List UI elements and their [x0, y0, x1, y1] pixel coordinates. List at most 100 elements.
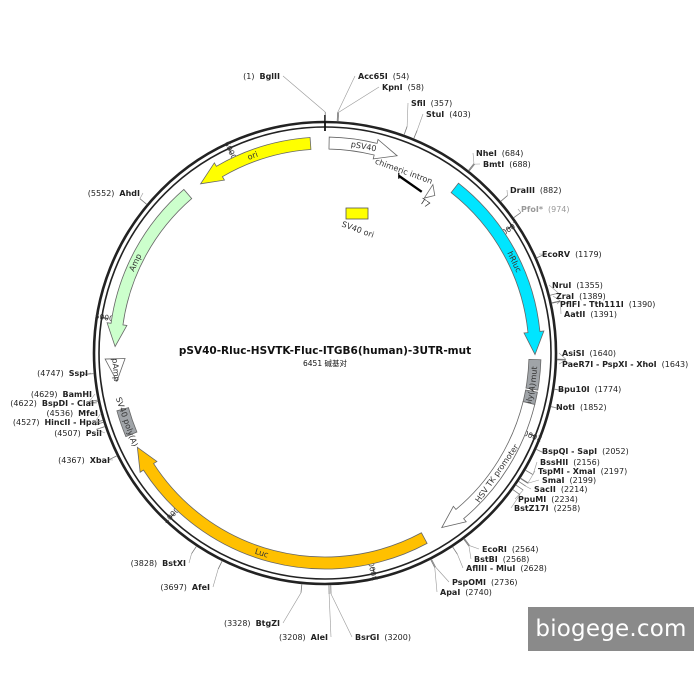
feature-pamp — [104, 358, 126, 383]
site-name: StuI — [426, 110, 444, 119]
feature-psv40 — [328, 136, 399, 160]
site-leader — [88, 393, 96, 402]
site-name: PflFI - Tth111I — [560, 300, 624, 309]
site-leader — [554, 388, 564, 391]
site-label: (4507)PsiI — [54, 429, 102, 438]
site-bpu10i: Bpu10I(1774) — [554, 385, 621, 394]
site-tick — [463, 538, 470, 547]
site-tick — [549, 292, 559, 296]
site-name: BglII — [259, 72, 280, 81]
watermark: biogege.com — [528, 607, 694, 651]
site-name: BstZ17I — [514, 504, 549, 513]
tick-mark — [101, 317, 108, 319]
site-position: (2234) — [551, 495, 578, 504]
feature-amp — [106, 188, 193, 348]
site-label: AflIII - MluI(2628) — [466, 564, 547, 573]
site-label: ApaI(2740) — [440, 588, 492, 597]
site-position: (1390) — [629, 300, 656, 309]
site-label: ZraI(1389) — [556, 292, 606, 301]
site-leader — [139, 192, 144, 199]
site-ecori: EcoRI(2564) — [464, 538, 538, 554]
site-tick — [94, 419, 104, 424]
site-position: (2628) — [520, 564, 547, 573]
site-name: PpuMI — [518, 495, 546, 504]
site-name: SspI — [69, 369, 88, 378]
site-label: BssHII(2156) — [540, 458, 600, 467]
tick-label: 3000 — [367, 561, 380, 582]
site-aatii: AatII(1391) — [551, 300, 617, 319]
site-label: (4622)BspDI - ClaI — [10, 399, 94, 408]
site-leader — [188, 553, 192, 564]
site-mfei: (4536)MfeI — [47, 409, 104, 424]
site-label: (3208)AleI — [279, 633, 328, 642]
site-leader — [212, 568, 219, 588]
site-position: (2156) — [573, 458, 600, 467]
site-position: (403) — [449, 110, 471, 119]
feature-label-sv40ori-small: SV40 ori — [340, 220, 375, 240]
site-name: AatII — [564, 310, 585, 319]
site-name: AfeI — [192, 583, 210, 592]
feature-label-chimeric-intron: chimeric intron — [374, 157, 434, 186]
site-position: (4536) — [47, 409, 74, 418]
site-tick — [468, 163, 475, 172]
site-leader — [552, 406, 560, 409]
site-name: HincII - HpaI — [44, 418, 100, 427]
site-leader — [94, 421, 104, 426]
site-position: (1) — [243, 72, 254, 81]
feature-label-sv40polya: SV40 poly(A) — [114, 396, 140, 448]
site-label: PaeR7I - PspXI - XhoI(1643) — [562, 360, 688, 369]
site-label: NotI(1852) — [556, 403, 607, 412]
site-kpni: KpnI(58) — [337, 83, 424, 122]
site-tick — [431, 558, 436, 568]
site-position: (357) — [431, 99, 453, 108]
site-bstz17i: BstZ17I (2258) — [510, 489, 580, 513]
site-acc65i: Acc65I(54) — [336, 72, 409, 122]
site-name: BamHI — [62, 390, 92, 399]
site-position: (2564) — [512, 545, 539, 554]
feature-label-ori: ori — [246, 150, 259, 162]
site-name: Acc65I — [358, 72, 388, 81]
site-label: PfoI*(974) — [521, 205, 570, 214]
site-leader — [330, 593, 353, 638]
site-tick — [139, 198, 148, 205]
site-name: AsiSI — [562, 349, 584, 358]
site-name: NruI — [552, 281, 571, 290]
site-bsshii: BssHII(2156) — [525, 458, 600, 475]
site-name: XbaI — [90, 456, 110, 465]
site-position: (2740) — [465, 588, 492, 597]
site-position: (2258) — [554, 504, 581, 513]
site-name: BtgZI — [256, 619, 280, 628]
site-apai: ApaI(2740) — [430, 559, 492, 597]
site-tick — [513, 212, 522, 219]
site-tick — [96, 426, 106, 430]
site-position: (684) — [502, 149, 524, 158]
site-position: (2052) — [602, 447, 629, 456]
site-leader — [558, 352, 567, 360]
site-tick — [403, 126, 408, 136]
site-leader — [552, 295, 561, 302]
site-position: (3697) — [160, 583, 187, 592]
site-name: DraIII — [510, 186, 535, 195]
site-position: (974) — [548, 205, 570, 214]
site-position: (882) — [540, 186, 562, 195]
site-btgzi: (3328)BtgZI — [224, 583, 303, 628]
site-label: SacII(2214) — [534, 485, 587, 494]
feature-label-pamp: pAmp — [110, 358, 121, 382]
site-label: BmtI(688) — [483, 160, 531, 169]
site-position: (58) — [408, 83, 424, 92]
site-leader — [84, 372, 92, 375]
site-label: (4527)HincII - HpaI — [13, 418, 100, 427]
site-name: BstXI — [162, 559, 186, 568]
site-name: SmaI — [542, 476, 564, 485]
site-label: BstZ17I (2258) — [514, 504, 580, 513]
tick-mark — [506, 225, 513, 230]
site-label: SmaI(2199) — [542, 476, 596, 485]
site-name: SacII — [534, 485, 556, 494]
feature-label-mut: mut — [529, 366, 540, 383]
site-afliii-mlui: AflIII - MluI(2628) — [452, 546, 547, 573]
site-position: (3208) — [279, 633, 306, 642]
site-leader — [406, 102, 409, 127]
